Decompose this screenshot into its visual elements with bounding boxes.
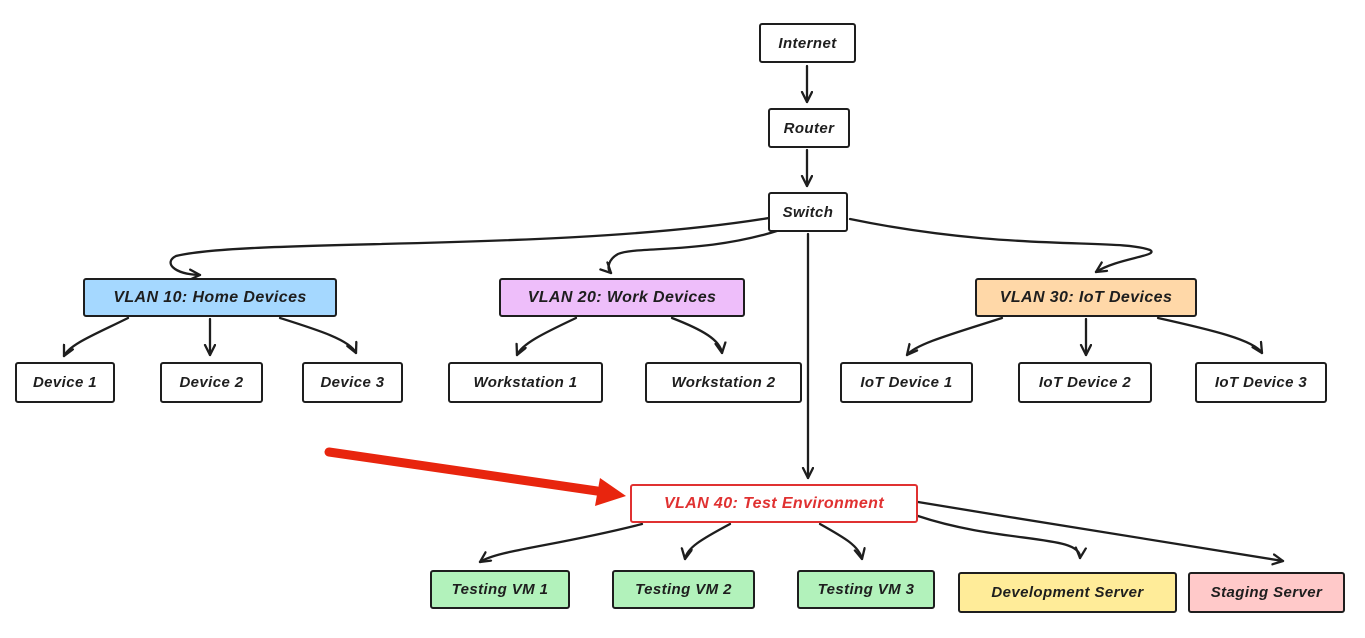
- connector-vlan40-vm2: [685, 522, 732, 561]
- node-vlan10: VLAN 10: Home Devices: [83, 278, 337, 317]
- connector-switch-vlan30: [848, 217, 1153, 274]
- node-switch: Switch: [768, 192, 848, 232]
- connector-vlan30-iot3: [1156, 316, 1264, 355]
- red-annotation-arrow: [324, 447, 626, 506]
- connector-vlan40-staging: [916, 500, 1285, 561]
- node-router: Router: [768, 108, 850, 148]
- connector-vlan10-device1: [62, 316, 130, 358]
- connector-vlan40-devserver: [916, 514, 1080, 560]
- connector-vlan10-device3: [278, 316, 356, 355]
- node-device1: Device 1: [15, 362, 115, 403]
- red-annotation-arrow-head: [595, 478, 626, 506]
- node-internet: Internet: [759, 23, 856, 63]
- node-device3: Device 3: [302, 362, 403, 403]
- node-staging-server: Staging Server: [1188, 572, 1345, 613]
- node-workstation1: Workstation 1: [448, 362, 603, 403]
- node-device2: Device 2: [160, 362, 263, 403]
- node-testing-vm2: Testing VM 2: [612, 570, 755, 609]
- node-vlan40: VLAN 40: Test Environment: [630, 484, 918, 523]
- node-workstation2: Workstation 2: [645, 362, 802, 403]
- connector-vlan40-vm3: [818, 522, 862, 561]
- connector-vlan20-workstation1: [517, 316, 578, 357]
- connector-switch-vlan10: [169, 216, 771, 275]
- node-vlan20: VLAN 20: Work Devices: [499, 278, 745, 317]
- node-development-server: Development Server: [958, 572, 1177, 613]
- red-annotation-arrow-shaft: [324, 447, 602, 496]
- node-iot-device3: IoT Device 3: [1195, 362, 1327, 403]
- connector-vlan20-workstation2: [670, 316, 722, 355]
- node-testing-vm3: Testing VM 3: [797, 570, 935, 609]
- node-iot-device2: IoT Device 2: [1018, 362, 1152, 403]
- node-testing-vm1: Testing VM 1: [430, 570, 570, 609]
- node-vlan30: VLAN 30: IoT Devices: [975, 278, 1197, 317]
- connector-switch-vlan20: [609, 228, 782, 275]
- connector-vlan40-vm1: [478, 522, 644, 564]
- node-iot-device1: IoT Device 1: [840, 362, 973, 403]
- connector-vlan30-iot1: [905, 316, 1004, 357]
